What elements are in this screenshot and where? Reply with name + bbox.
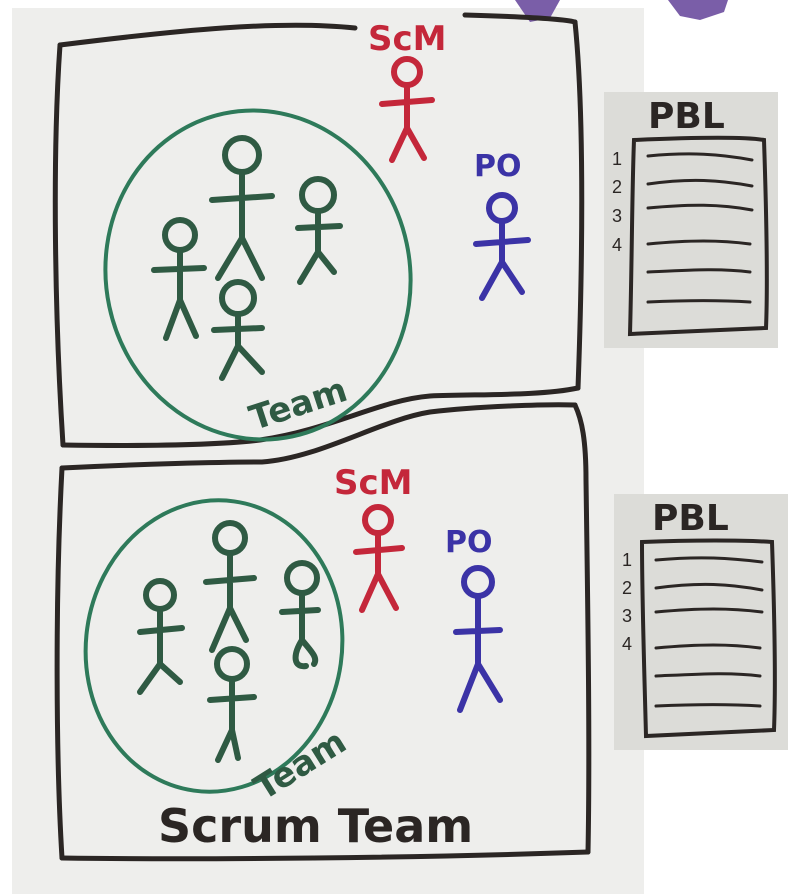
backlog-item-number: 3: [612, 206, 622, 226]
bottom-team-members: [137, 520, 321, 763]
backlog-item-number: 1: [622, 550, 632, 570]
purple-shape-right: [668, 0, 728, 20]
backlog-list-frame: [627, 135, 769, 337]
top-team-member-1: [209, 135, 275, 281]
top-scrum-master-figure: [379, 56, 435, 163]
top-box-edge-bottom: [60, 385, 581, 448]
bottom-team-circle: [83, 498, 345, 794]
top-team-circle: [103, 108, 413, 442]
backlog-item-number: 1: [612, 149, 622, 169]
product-backlog-card-top: PBL 1 2 3 4: [604, 92, 778, 348]
bottom-box-edge-right: [572, 402, 592, 855]
top-team-member-4: [211, 279, 265, 381]
backlog-item-lines: [654, 556, 764, 708]
top-box-edge-left: [52, 42, 66, 448]
top-product-owner-label: PO: [474, 149, 522, 184]
top-box-edge-top-left: [57, 22, 358, 48]
bottom-box-edge-left: [54, 465, 65, 861]
top-team-members: [151, 135, 343, 381]
top-box-edge-right: [572, 19, 585, 391]
backlog-item-number: 2: [622, 578, 632, 598]
backlog-item-number: 2: [612, 177, 622, 197]
backlog-item-number: 4: [612, 235, 622, 255]
backlog-title: PBL: [652, 498, 729, 539]
top-team-member-3: [151, 217, 207, 341]
backlog-item-lines: [646, 152, 754, 304]
backlog-list-frame: [639, 538, 777, 739]
bottom-product-owner-label: PO: [445, 525, 493, 560]
top-scrum-master-label: ScM: [368, 19, 446, 59]
product-backlog-card-bottom: PBL 1 2 3 4: [614, 494, 788, 750]
bottom-team-member-1: [203, 520, 257, 653]
backlog-title: PBL: [648, 96, 725, 137]
backlog-item-number: 3: [622, 606, 632, 626]
bottom-scrum-master-figure: [353, 504, 405, 613]
bottom-team-member-3: [137, 578, 185, 695]
bottom-box-edge-top: [59, 402, 578, 471]
bottom-scrum-master-label: ScM: [334, 463, 412, 503]
top-product-owner-figure: [473, 192, 531, 301]
scrum-team-caption: Scrum Team: [158, 799, 473, 853]
top-team-member-2: [295, 176, 343, 285]
top-box-edge-top-right: [462, 12, 578, 25]
backlog-item-number: 4: [622, 634, 632, 654]
bottom-box-edge-bottom: [59, 849, 591, 862]
top-scrum-team-box: [52, 12, 585, 448]
bottom-team-member-4: [207, 646, 257, 763]
bottom-scrum-team-box: [54, 402, 592, 862]
bottom-team-member-2: [279, 560, 321, 670]
bottom-product-owner-figure: [453, 565, 503, 713]
